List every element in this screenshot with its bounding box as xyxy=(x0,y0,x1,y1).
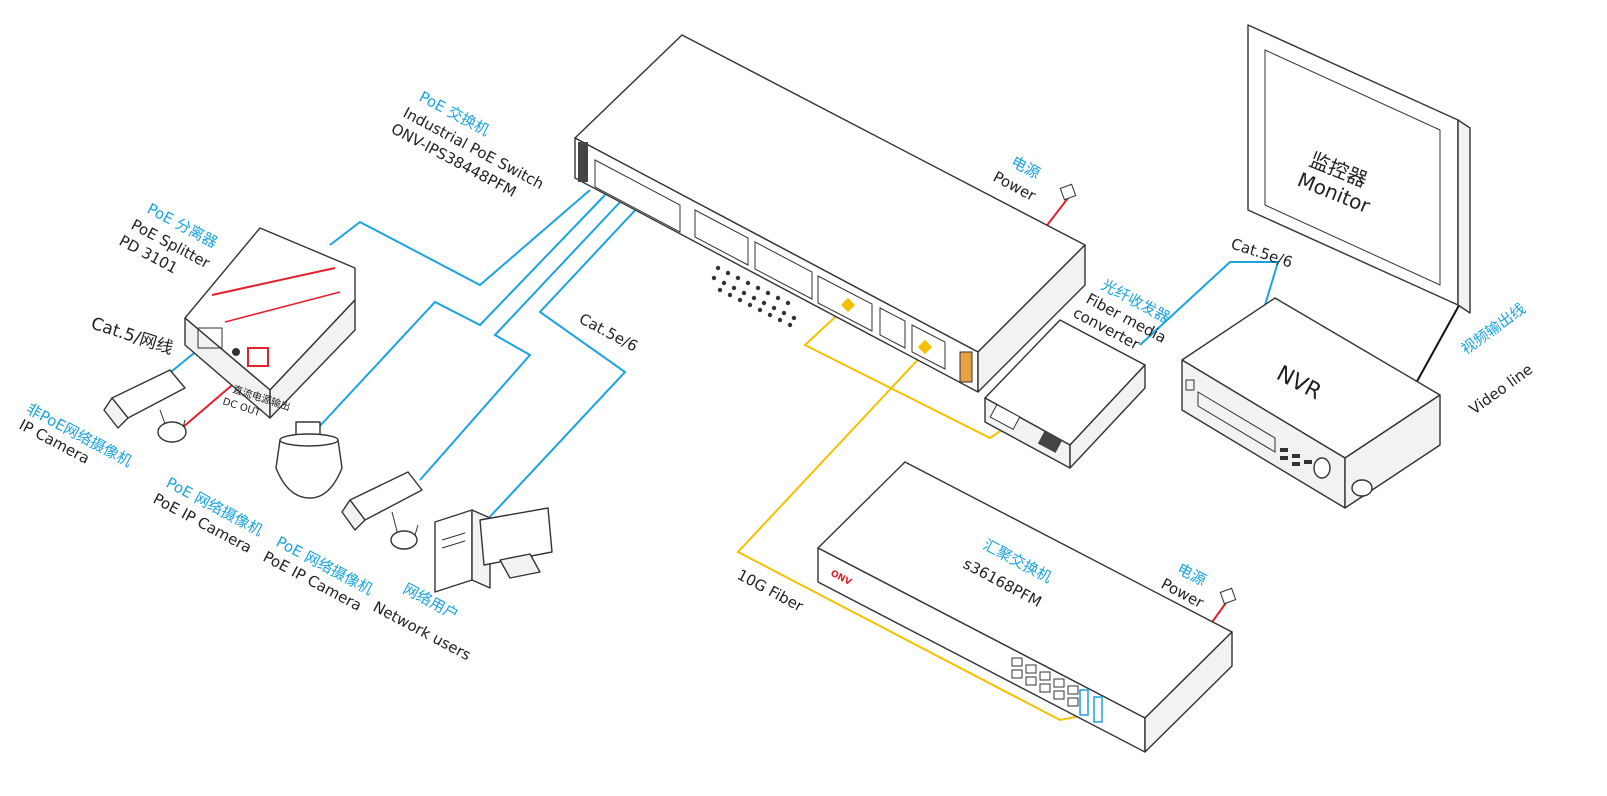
switch-side-vent xyxy=(578,142,588,182)
agg-sfp-port-1 xyxy=(1079,689,1089,716)
video-line-label-en: Video line xyxy=(1466,360,1536,418)
cat5e-right-label: Cat.5e/6 xyxy=(1229,235,1295,272)
poe-switch xyxy=(574,34,1086,393)
power-cable-top xyxy=(1044,197,1069,229)
ip-camera xyxy=(103,369,187,443)
fiber-port-marker-1 xyxy=(840,297,856,313)
monitor xyxy=(1247,24,1471,314)
switch-vent-dots xyxy=(711,265,797,328)
fiber-10g-label: 10G Fiber xyxy=(734,566,807,616)
dome-camera xyxy=(275,421,343,499)
splitter-led xyxy=(232,348,240,356)
switch-status-led xyxy=(959,351,973,383)
ethernet-cable-bullet-camera xyxy=(419,199,623,481)
cat5e-left-label: Cat.5e/6 xyxy=(576,310,641,356)
agg-switch-ports xyxy=(1011,657,1079,707)
splitter-dc-port xyxy=(247,347,269,367)
ethernet-cable-dome-camera xyxy=(317,194,606,429)
power-cable-bottom xyxy=(1209,599,1229,626)
fiber-cable-switch-converter xyxy=(803,304,1006,440)
splitter-red-stripe xyxy=(211,267,336,296)
fiber-port-marker-2 xyxy=(917,339,933,355)
power-socket-top xyxy=(1059,183,1077,201)
splitter-red-stripe-2 xyxy=(224,291,341,323)
cat5-label: Cat.5/网线 xyxy=(88,314,175,359)
ethernet-cable-converter-nvr xyxy=(1139,261,1280,346)
splitter-rj45-port xyxy=(197,327,223,349)
converter-rj45-port xyxy=(989,404,1021,430)
fiber-cable-10g xyxy=(736,351,1086,722)
poe-bullet-camera xyxy=(341,471,423,550)
nvr xyxy=(1181,297,1441,509)
aggregation-switch: ONV xyxy=(817,461,1233,753)
ethernet-cable-network-user xyxy=(484,204,641,523)
poe-splitter xyxy=(184,227,356,419)
fiber-media-converter xyxy=(984,319,1146,469)
network-user-pc xyxy=(434,507,553,593)
agg-sfp-port-2 xyxy=(1093,696,1103,723)
converter-sfp-port xyxy=(1037,431,1063,453)
nvr-buttons xyxy=(1280,448,1312,466)
ethernet-cable-splitter xyxy=(329,189,591,287)
power-socket-bottom xyxy=(1219,587,1237,605)
